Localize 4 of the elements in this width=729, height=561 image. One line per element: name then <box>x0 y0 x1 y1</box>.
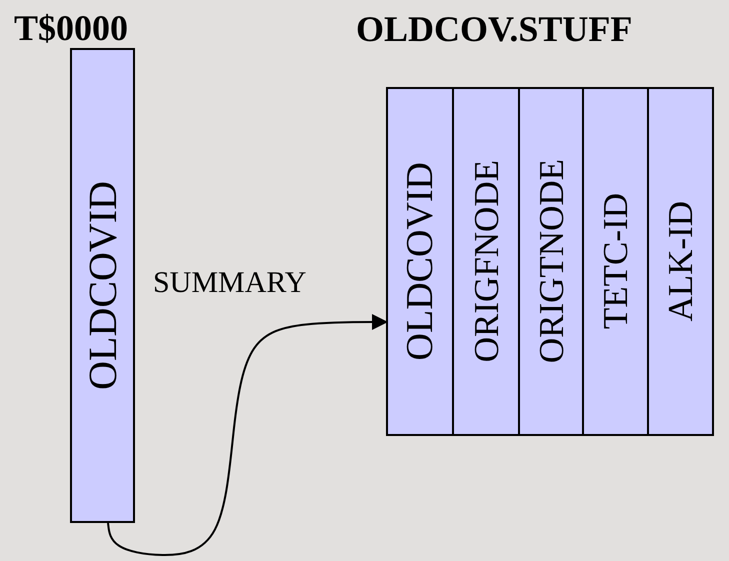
field-name: OLDCOVID <box>82 181 122 390</box>
table-title: T$0000 <box>14 10 128 46</box>
arrow <box>107 314 388 556</box>
table-title: OLDCOV.STUFF <box>356 11 632 47</box>
